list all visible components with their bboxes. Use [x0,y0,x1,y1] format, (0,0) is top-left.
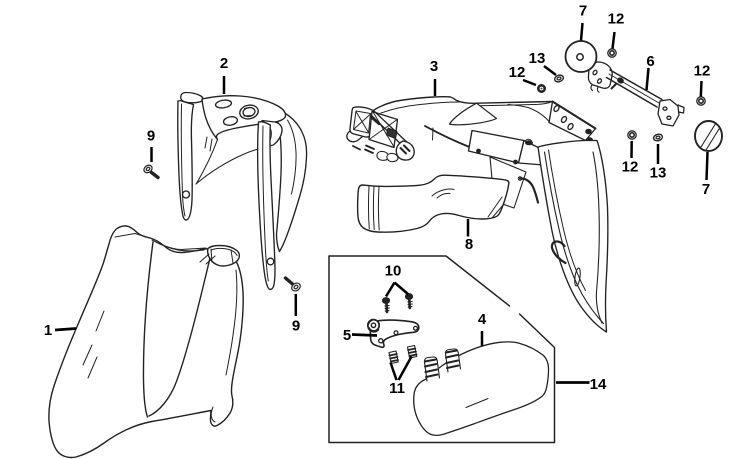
svg-text:7: 7 [579,3,587,20]
svg-text:8: 8 [465,236,473,253]
svg-text:1: 1 [44,322,52,339]
svg-text:4: 4 [478,311,487,328]
svg-text:9: 9 [147,128,155,145]
svg-text:9: 9 [292,318,300,335]
svg-text:10: 10 [385,263,402,280]
svg-text:11: 11 [389,380,405,397]
svg-text:14: 14 [590,376,607,393]
svg-text:13: 13 [650,165,667,182]
svg-text:12: 12 [694,63,711,80]
svg-text:6: 6 [646,53,654,70]
svg-text:5: 5 [343,327,351,344]
svg-text:12: 12 [622,159,639,176]
svg-text:3: 3 [430,58,438,75]
svg-text:12: 12 [509,64,526,81]
svg-text:7: 7 [702,181,710,198]
svg-text:2: 2 [220,55,228,72]
svg-text:13: 13 [529,50,546,67]
svg-text:12: 12 [608,11,625,28]
